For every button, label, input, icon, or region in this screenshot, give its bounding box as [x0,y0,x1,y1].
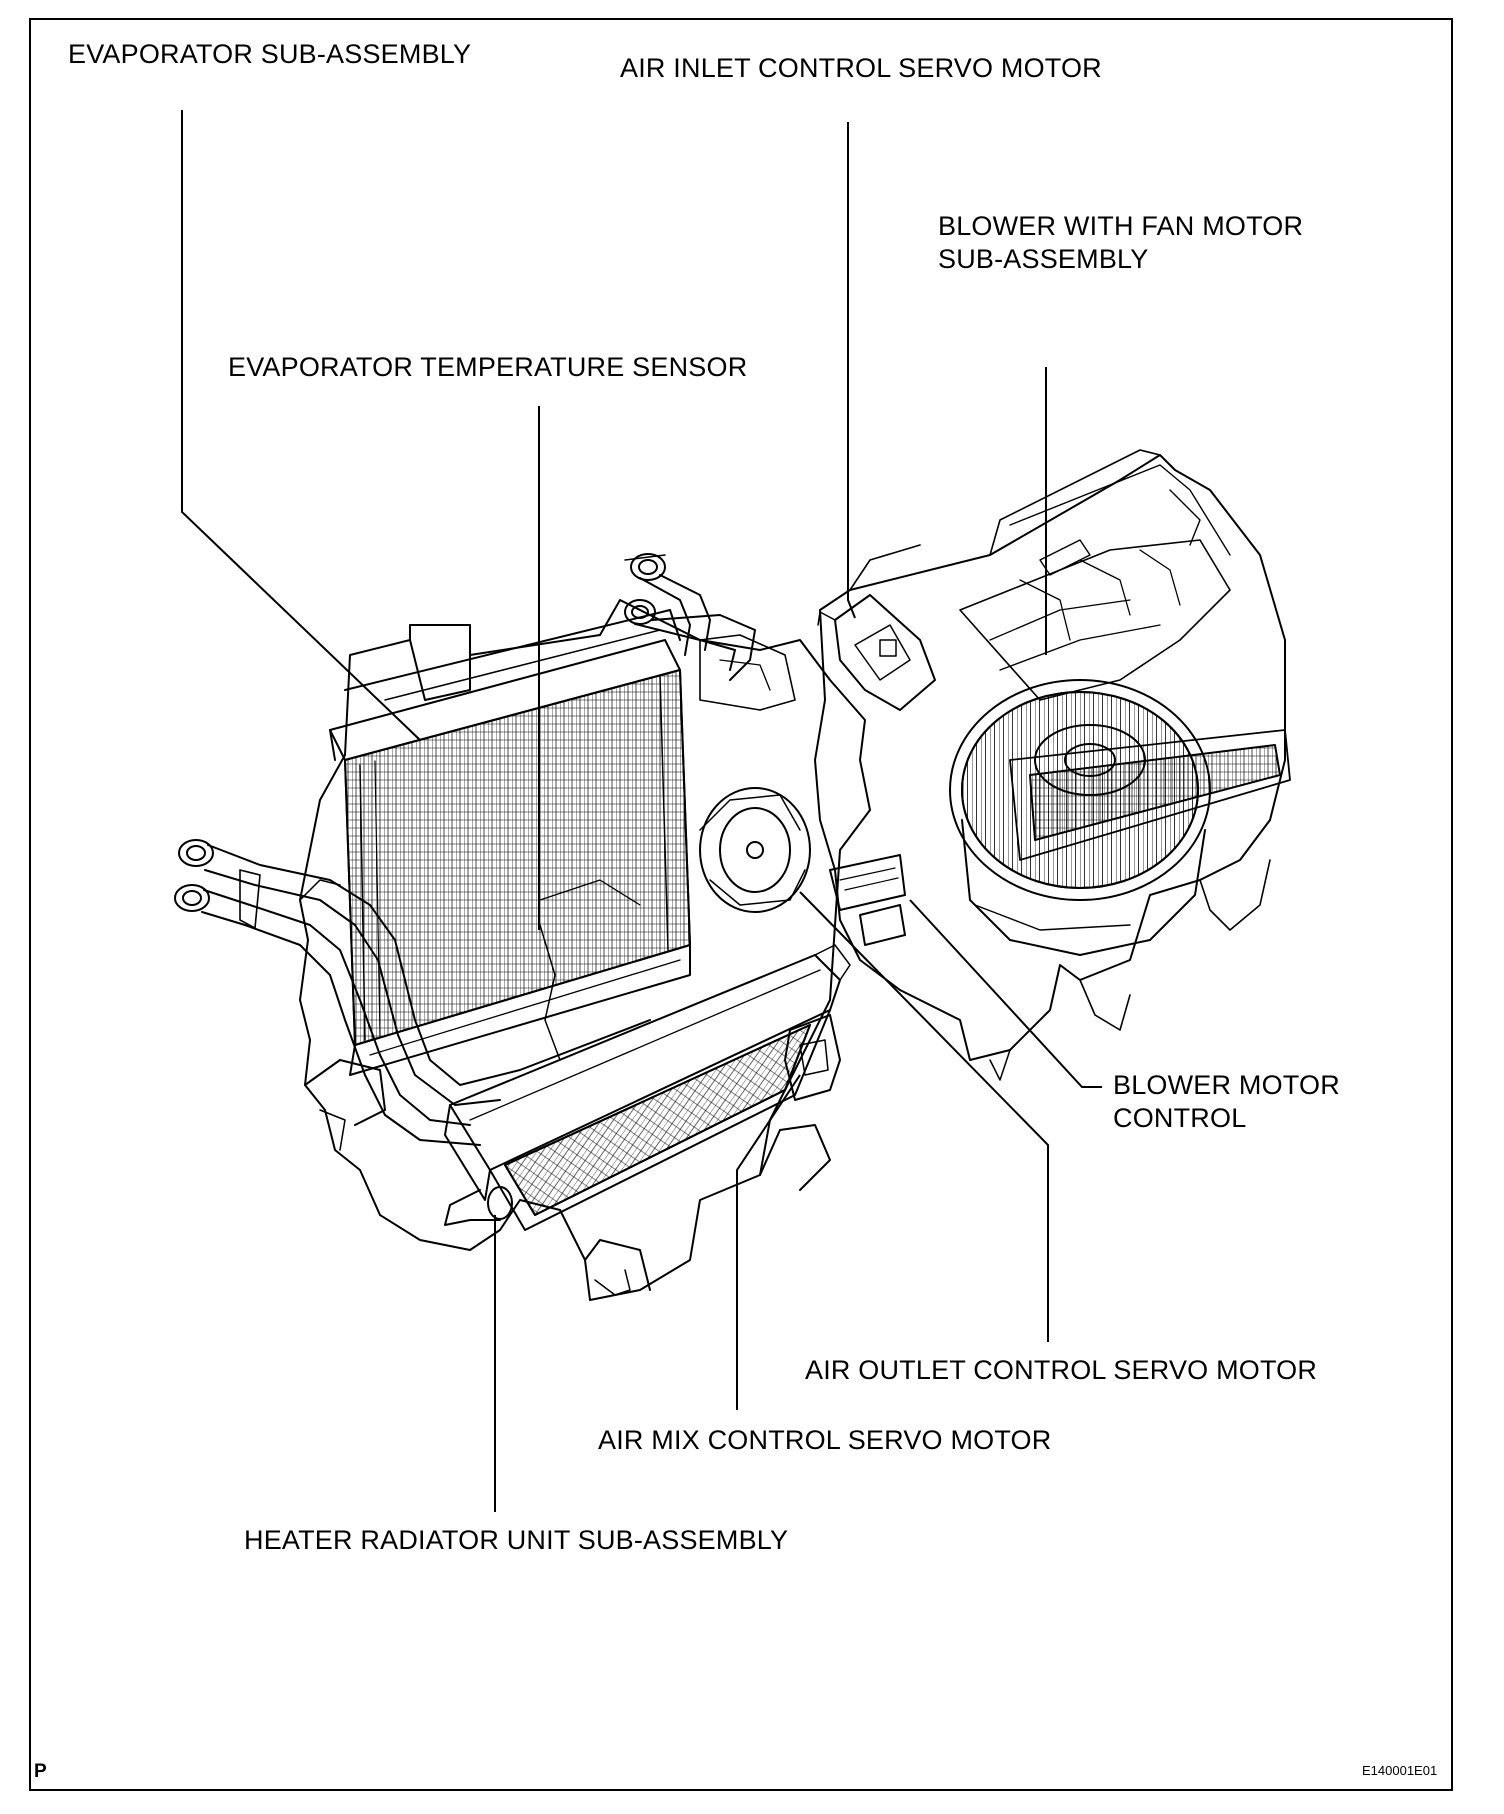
label-evaporator-temperature-sensor: EVAPORATOR TEMPERATURE SENSOR [228,352,748,382]
figure-id: E140001E01 [1362,1763,1438,1778]
blower-housing [814,449,1286,1081]
label-blower-with-fan-motor: BLOWER WITH FAN MOTOR SUB-ASSEMBLY [938,210,1303,276]
label-air-mix-control-servo-motor: AIR MIX CONTROL SERVO MOTOR [598,1425,1052,1455]
label-air-outlet-control-servo-motor: AIR OUTLET CONTROL SERVO MOTOR [805,1355,1318,1385]
blower-filter-frame [959,539,1291,861]
diagram-frame [29,18,1453,1791]
label-evaporator-sub-assembly: EVAPORATOR SUB-ASSEMBLY [68,39,472,69]
air-mix-servo-motor [784,1014,841,1101]
label-blower-motor-control-line1: BLOWER MOTOR [1113,1070,1340,1100]
leader-air-mix-servo-motor [736,1074,801,1410]
heater-pipes [174,839,651,1226]
label-blower-with-fan-motor-line1: BLOWER WITH FAN MOTOR [938,211,1304,241]
heater-radiator-unit [444,944,851,1231]
evaporator-temp-sensor-wire [539,879,641,1061]
corner-mark: P [34,1761,47,1782]
leader-blower-motor-control [909,899,1102,1088]
label-blower-motor-control-line2: CONTROL [1113,1103,1247,1133]
blower-motor-control-unit [829,854,906,946]
label-blower-motor-control: BLOWER MOTOR CONTROL [1113,1069,1340,1135]
label-air-inlet-control-servo-motor: AIR INLET CONTROL SERVO MOTOR [620,53,1102,83]
air-outlet-servo-motor [699,787,811,913]
label-heater-radiator-unit-sub-assembly: HEATER RADIATOR UNIT SUB-ASSEMBLY [244,1525,789,1555]
evaporator-pipes [624,553,756,681]
hvac-housing [299,599,871,1301]
leader-evaporator-sub-assembly [181,110,421,741]
leader-air-inlet-servo-motor [847,122,856,619]
air-inlet-servo-motor [817,594,936,711]
evaporator-core [329,609,691,1076]
label-blower-with-fan-motor-line2: SUB-ASSEMBLY [938,244,1149,274]
leader-air-outlet-servo-motor [799,891,1049,1342]
leader-lines [181,110,1102,1512]
